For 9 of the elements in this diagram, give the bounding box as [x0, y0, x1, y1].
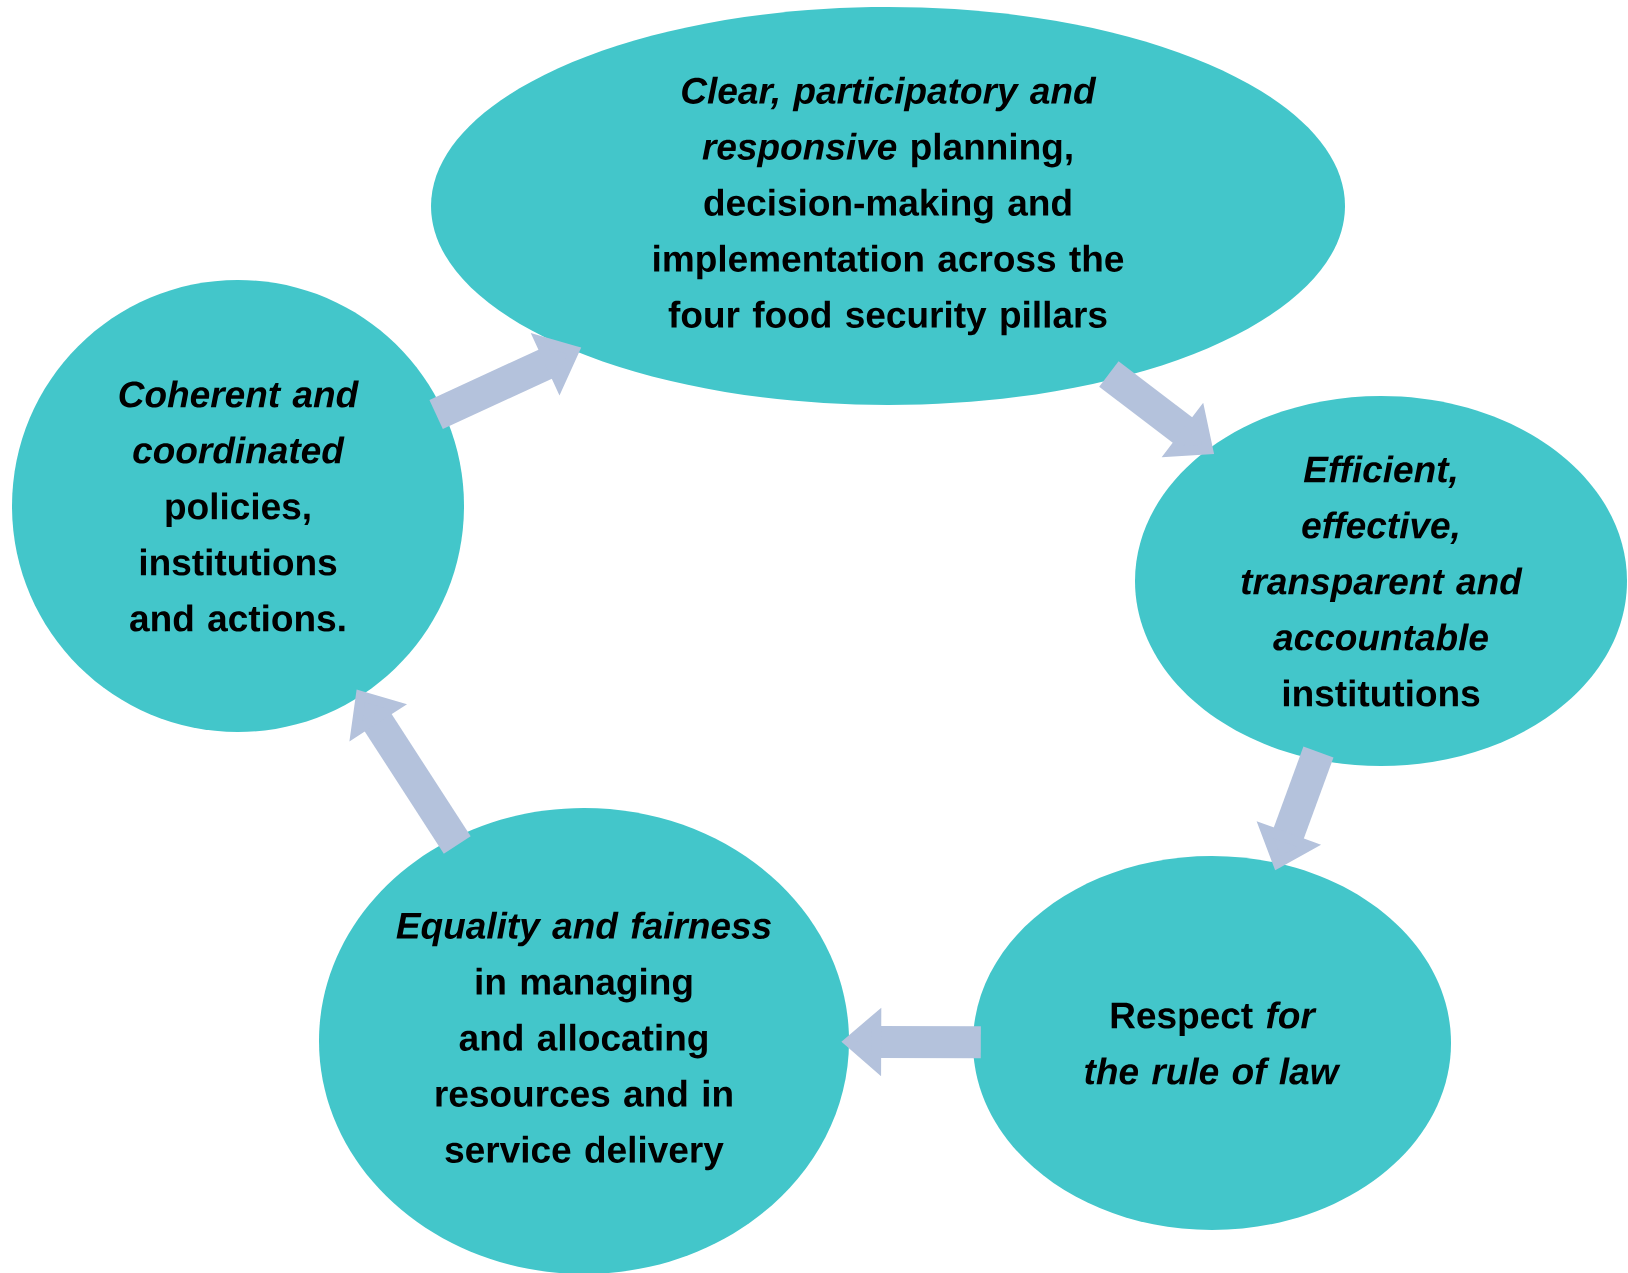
node-text: Equality and fairness in managing and allocating resources and in service delivery	[396, 911, 771, 1171]
oval-node	[431, 7, 1345, 405]
node-text: Coherent and coordinated policies, institutions and actions.	[119, 380, 359, 632]
oval-node	[1135, 396, 1627, 766]
oval-node	[12, 280, 464, 732]
node-text: Clear, participatory and responsive planning, decision-making and implementation across the four food security pillars	[654, 76, 1124, 336]
node-text: Respect for the rule of law	[1085, 1001, 1341, 1085]
node-text: Efficient, effective, transparent and accountable institutions	[1241, 455, 1523, 707]
oval-node	[973, 856, 1451, 1230]
